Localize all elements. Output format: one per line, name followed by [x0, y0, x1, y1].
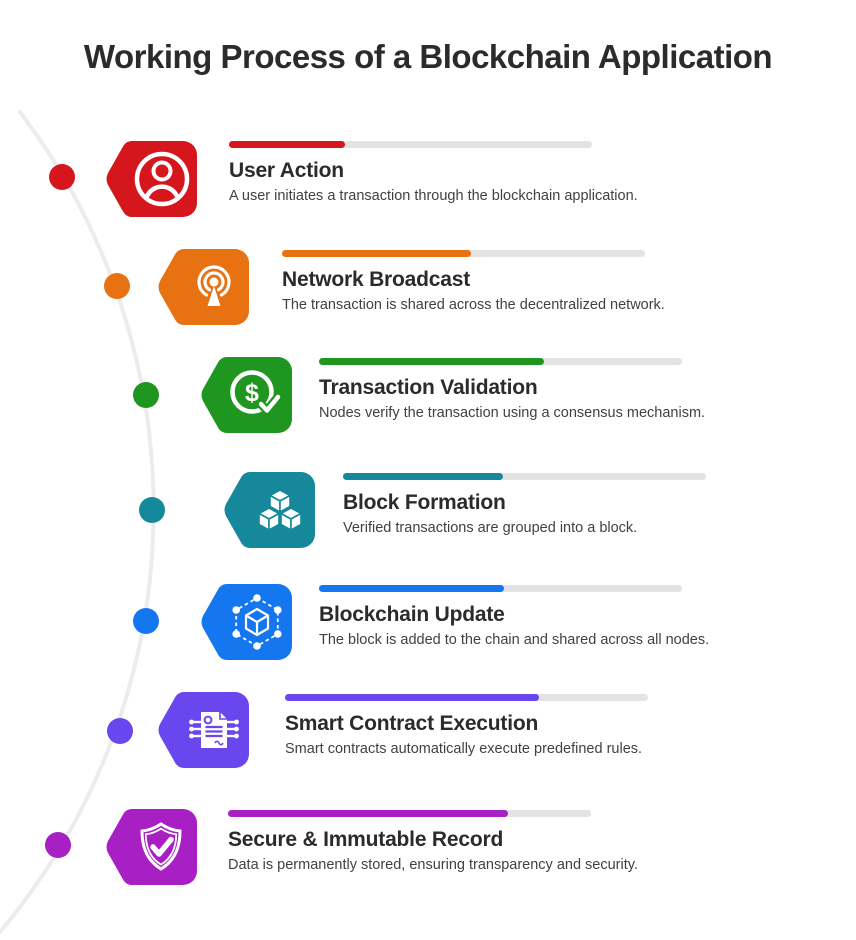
step-badge-smart-contract — [156, 691, 250, 769]
step-title: Block Formation — [343, 491, 506, 514]
page-title: Working Process of a Blockchain Applicat… — [83, 38, 773, 75]
contract-document-icon — [189, 712, 239, 748]
shield-check-icon — [140, 822, 182, 871]
step-badge-block-formation — [222, 471, 316, 549]
step-description: A user initiates a transaction through t… — [229, 188, 638, 204]
step-content: Network Broadcast The transaction is sha… — [282, 250, 665, 313]
step-title: User Action — [229, 159, 344, 182]
user-circle-icon — [134, 151, 190, 207]
step-description: Data is permanently stored, ensuring tra… — [228, 857, 638, 873]
timeline-dot — [107, 718, 133, 744]
step-description: The transaction is shared across the dec… — [282, 297, 665, 313]
step-title: Secure & Immutable Record — [228, 828, 504, 851]
progress-track — [229, 141, 592, 148]
timeline-dot — [49, 164, 75, 190]
progress-fill — [282, 250, 471, 257]
progress-fill — [343, 473, 503, 480]
step-badge-transaction-validation: $ — [199, 356, 293, 434]
network-cube-icon — [232, 594, 282, 650]
timeline-dot — [139, 497, 165, 523]
cubes-icon — [258, 489, 302, 531]
progress-fill — [285, 694, 540, 701]
timeline-dot — [133, 608, 159, 634]
progress-track — [285, 694, 648, 701]
progress-track — [282, 250, 645, 257]
step-description: Smart contracts automatically execute pr… — [285, 741, 643, 757]
progress-track — [319, 585, 682, 592]
step-badge-secure-record — [104, 808, 198, 886]
step-title: Blockchain Update — [319, 603, 505, 626]
svg-text:$: $ — [245, 379, 259, 407]
timeline-dot — [133, 382, 159, 408]
step-content: Transaction Validation Nodes verify the … — [319, 358, 705, 421]
step-badge-user-action — [104, 140, 198, 218]
step-content: Smart Contract Execution Smart contracts… — [285, 694, 648, 757]
timeline-dot — [45, 832, 71, 858]
step-content: Secure & Immutable Record Data is perman… — [228, 810, 638, 873]
broadcast-antenna-icon — [197, 265, 231, 306]
timeline-dot — [104, 273, 130, 299]
progress-track — [228, 810, 591, 817]
step-description: Nodes verify the transaction using a con… — [319, 405, 706, 421]
progress-fill — [228, 810, 508, 817]
step-title: Smart Contract Execution — [285, 712, 539, 735]
step-badge-network-broadcast — [156, 248, 250, 326]
step-content: User Action A user initiates a transacti… — [229, 141, 638, 204]
step-title: Network Broadcast — [282, 268, 470, 291]
progress-fill — [319, 358, 545, 365]
step-description: Verified transactions are grouped into a… — [343, 520, 638, 536]
step-content: Blockchain Update The block is added to … — [319, 585, 709, 648]
step-badge-blockchain-update — [199, 583, 293, 661]
progress-fill — [229, 141, 346, 148]
step-title: Transaction Validation — [319, 376, 538, 399]
step-description: The block is added to the chain and shar… — [319, 632, 710, 648]
progress-fill — [319, 585, 505, 592]
step-content: Block Formation Verified transactions ar… — [343, 473, 706, 536]
progress-track — [319, 358, 682, 365]
dollar-check-icon: $ — [230, 370, 283, 415]
progress-track — [343, 473, 706, 480]
